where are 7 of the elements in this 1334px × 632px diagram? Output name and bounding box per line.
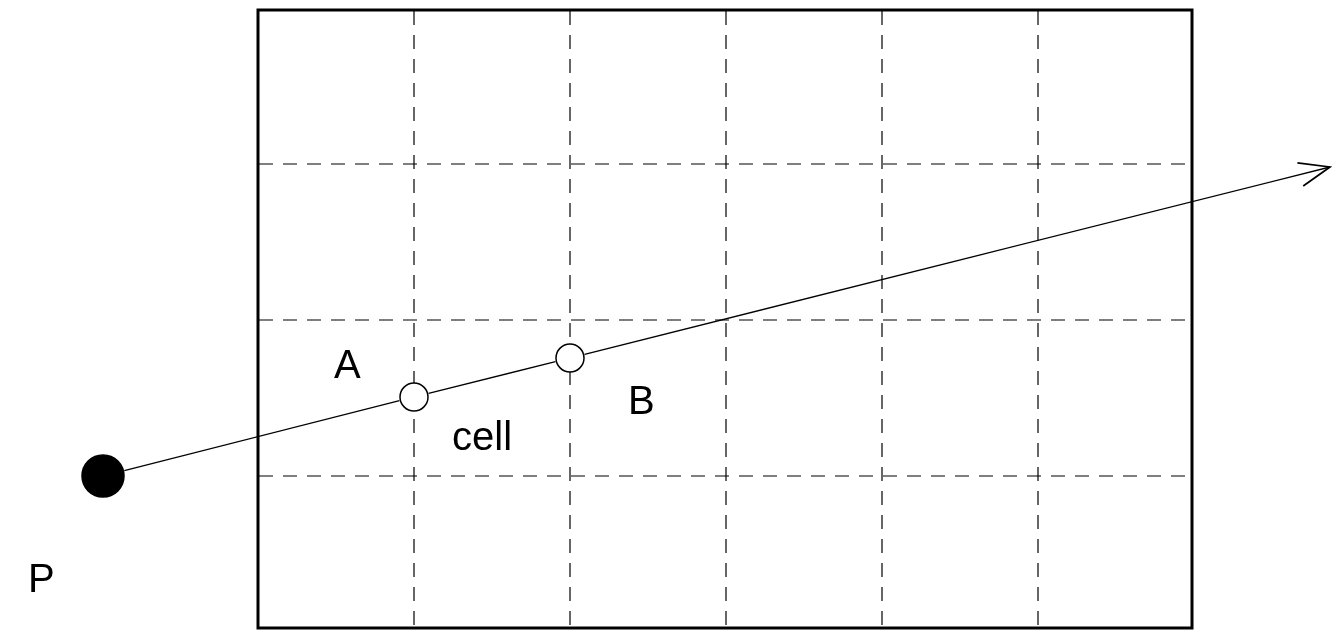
line xyxy=(123,400,401,472)
point-label: A xyxy=(334,342,361,386)
point-label: P xyxy=(28,556,55,600)
arrow xyxy=(583,162,1331,355)
cell-label: cell xyxy=(452,414,513,458)
point-label: B xyxy=(628,378,655,422)
line xyxy=(427,361,557,394)
